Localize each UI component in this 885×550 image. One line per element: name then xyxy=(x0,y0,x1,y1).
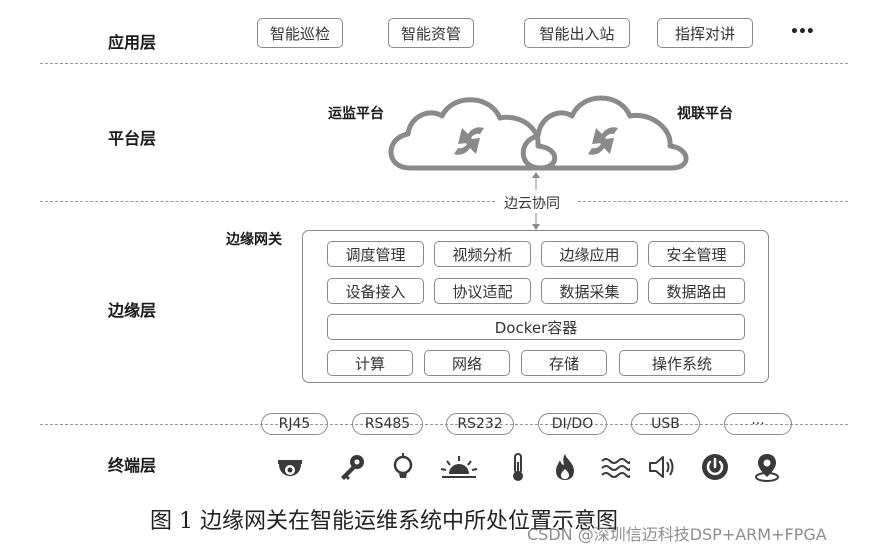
gw-protocol-adapt: 协议适配 xyxy=(434,278,531,304)
lightbulb-icon xyxy=(393,453,413,478)
divider-platform-edge-right xyxy=(578,201,848,202)
power-icon xyxy=(702,454,728,480)
app-item-asset: 智能资管 xyxy=(388,18,474,48)
sync-arrows-right-icon xyxy=(588,127,618,155)
divider-app-platform xyxy=(40,63,848,64)
cloud-left-shape xyxy=(388,97,558,171)
fire-icon xyxy=(556,454,574,480)
divider-edge-terminal xyxy=(40,424,848,425)
port-more: ··· xyxy=(724,413,792,435)
gateway-title: 边缘网关 xyxy=(226,232,282,248)
app-item-inspection: 智能巡检 xyxy=(257,18,343,48)
port-rs485: RS485 xyxy=(352,413,423,435)
gw-docker: Docker容器 xyxy=(327,314,745,340)
layer-label-terminal: 终端层 xyxy=(108,456,157,475)
sync-arrows-left-icon xyxy=(454,127,484,155)
gw-os: 操作系统 xyxy=(619,350,745,376)
key-icon xyxy=(341,455,364,480)
cloud-diagram xyxy=(388,95,689,171)
gw-storage: 存储 xyxy=(521,350,607,376)
app-item-more: ••• xyxy=(790,24,815,40)
port-rs232: RS232 xyxy=(446,413,514,435)
app-item-station: 智能出入站 xyxy=(524,18,630,48)
figure-caption: 图 1 边缘网关在智能运维系统中所处位置示意图 xyxy=(150,509,618,534)
edge-cloud-collab-label: 边云协同 xyxy=(504,193,560,213)
speaker-icon xyxy=(649,456,674,478)
gw-data-route: 数据路由 xyxy=(648,278,745,304)
port-rj45: RJ45 xyxy=(261,413,328,435)
gw-compute: 计算 xyxy=(327,350,413,376)
gw-video-analysis: 视频分析 xyxy=(434,241,531,267)
thermometer-icon xyxy=(513,453,523,481)
water-wave-icon xyxy=(601,458,630,478)
gw-data-collect: 数据采集 xyxy=(541,278,638,304)
cloud-right-label: 视联平台 xyxy=(677,106,733,122)
gw-network: 网络 xyxy=(424,350,510,376)
collab-arrow xyxy=(532,172,540,230)
cloud-left-label: 运监平台 xyxy=(328,106,384,122)
gw-security: 安全管理 xyxy=(648,241,745,267)
port-dido: DI/DO xyxy=(538,413,607,435)
location-pin-icon xyxy=(755,454,779,482)
gw-edge-app: 边缘应用 xyxy=(541,241,638,267)
gw-device-access: 设备接入 xyxy=(327,278,424,304)
layer-label-platform: 平台层 xyxy=(108,129,157,148)
cloud-right-shape xyxy=(520,95,689,171)
gateway-frame xyxy=(302,230,769,383)
app-item-intercom: 指挥对讲 xyxy=(657,18,753,48)
divider-platform-edge-left xyxy=(40,201,495,202)
layer-label-edge: 边缘层 xyxy=(108,301,157,320)
watermark: CSDN @深圳信迈科技DSP+ARM+FPGA xyxy=(527,525,827,544)
layer-label-application: 应用层 xyxy=(108,33,157,52)
camera-icon xyxy=(278,460,302,476)
port-usb: USB xyxy=(631,413,700,435)
sunlight-icon xyxy=(440,456,478,478)
gw-dispatch: 调度管理 xyxy=(327,241,424,267)
